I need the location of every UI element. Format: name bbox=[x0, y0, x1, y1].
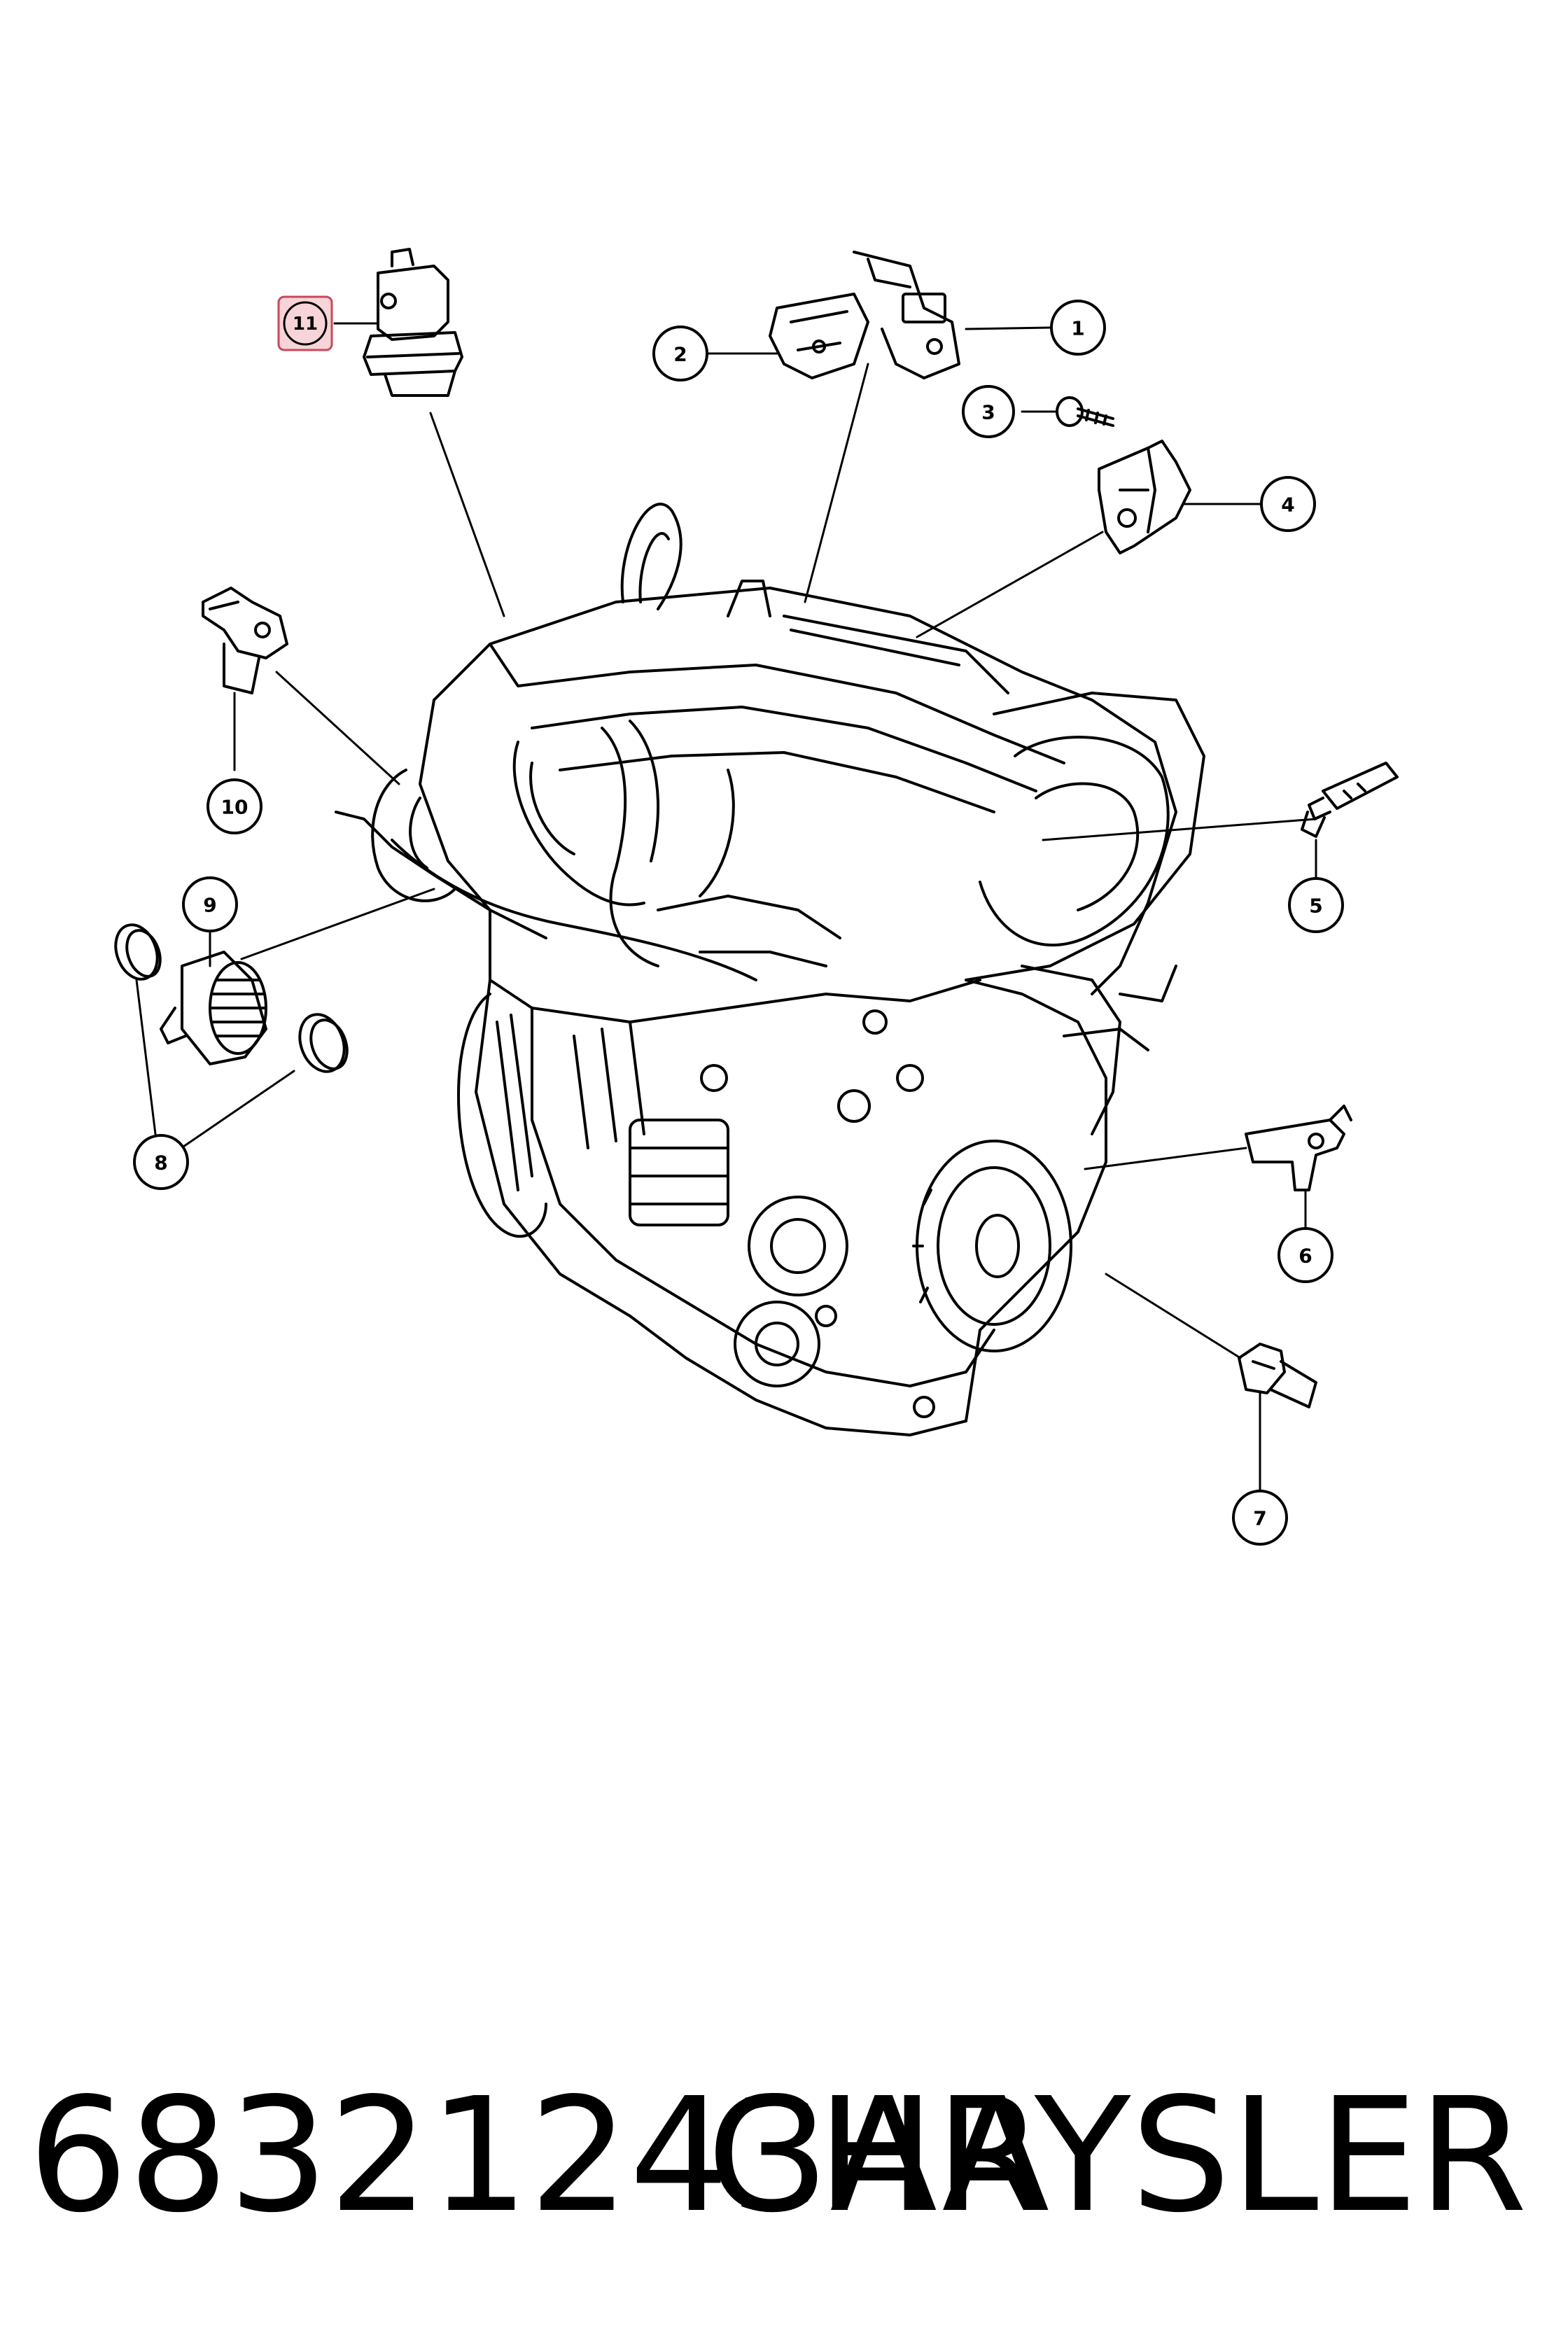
screw-icon bbox=[1056, 396, 1114, 427]
pressure-sensor-icon bbox=[853, 251, 960, 379]
hose-clamp-icon bbox=[298, 1013, 349, 1073]
callout-1-label: 1 bbox=[1071, 317, 1084, 340]
sensor-bracket-icon bbox=[769, 293, 869, 379]
air-flow-meter-icon bbox=[160, 951, 267, 1065]
callout-10-circle bbox=[206, 778, 262, 834]
brand-name: CHRYSLER bbox=[706, 2064, 1527, 2248]
hose-clamp-icon bbox=[114, 923, 162, 981]
callout-3-circle bbox=[962, 385, 1015, 438]
callout-11-circle bbox=[283, 301, 328, 346]
callout-5-circle bbox=[1288, 877, 1344, 933]
callout-circles bbox=[133, 300, 1344, 1546]
callout-7-circle bbox=[1232, 1490, 1288, 1546]
speed-sensor-icon bbox=[1238, 1343, 1317, 1408]
callout-2-label: 2 bbox=[673, 343, 687, 366]
callout-9-circle bbox=[182, 876, 238, 932]
callout-2-circle bbox=[652, 326, 708, 382]
callout-6-label: 6 bbox=[1298, 1245, 1312, 1268]
callout-3-label: 3 bbox=[981, 401, 995, 424]
oil-pressure-switch-icon bbox=[363, 248, 463, 397]
part-number: 68321243AA bbox=[28, 2064, 1050, 2248]
callout-4-label: 4 bbox=[1281, 493, 1294, 517]
callout-9-label: 9 bbox=[203, 894, 216, 917]
callout-6-circle bbox=[1278, 1227, 1334, 1283]
callout-1-circle bbox=[1050, 300, 1106, 356]
temperature-sensor-icon bbox=[1301, 762, 1399, 838]
footer: 68321243AA CHRYSLER bbox=[0, 2072, 1568, 2240]
callout-8-label: 8 bbox=[154, 1152, 167, 1175]
callout-8-circle bbox=[133, 1134, 189, 1190]
callout-4-circle bbox=[1260, 476, 1316, 532]
callout-10-label: 10 bbox=[221, 796, 248, 819]
sensor-bracket-icon bbox=[1098, 440, 1191, 554]
callout-7-label: 7 bbox=[1253, 1507, 1266, 1530]
callout-11-highlight[interactable] bbox=[277, 295, 333, 351]
crank-sensor-icon bbox=[1245, 1105, 1352, 1191]
callout-11-label[interactable]: 11 bbox=[293, 314, 318, 335]
engine-assembly-drawing bbox=[335, 503, 1205, 1436]
callout-5-label: 5 bbox=[1309, 895, 1322, 918]
speed-sensor-icon bbox=[202, 587, 288, 694]
leader-lines bbox=[135, 322, 1317, 1492]
